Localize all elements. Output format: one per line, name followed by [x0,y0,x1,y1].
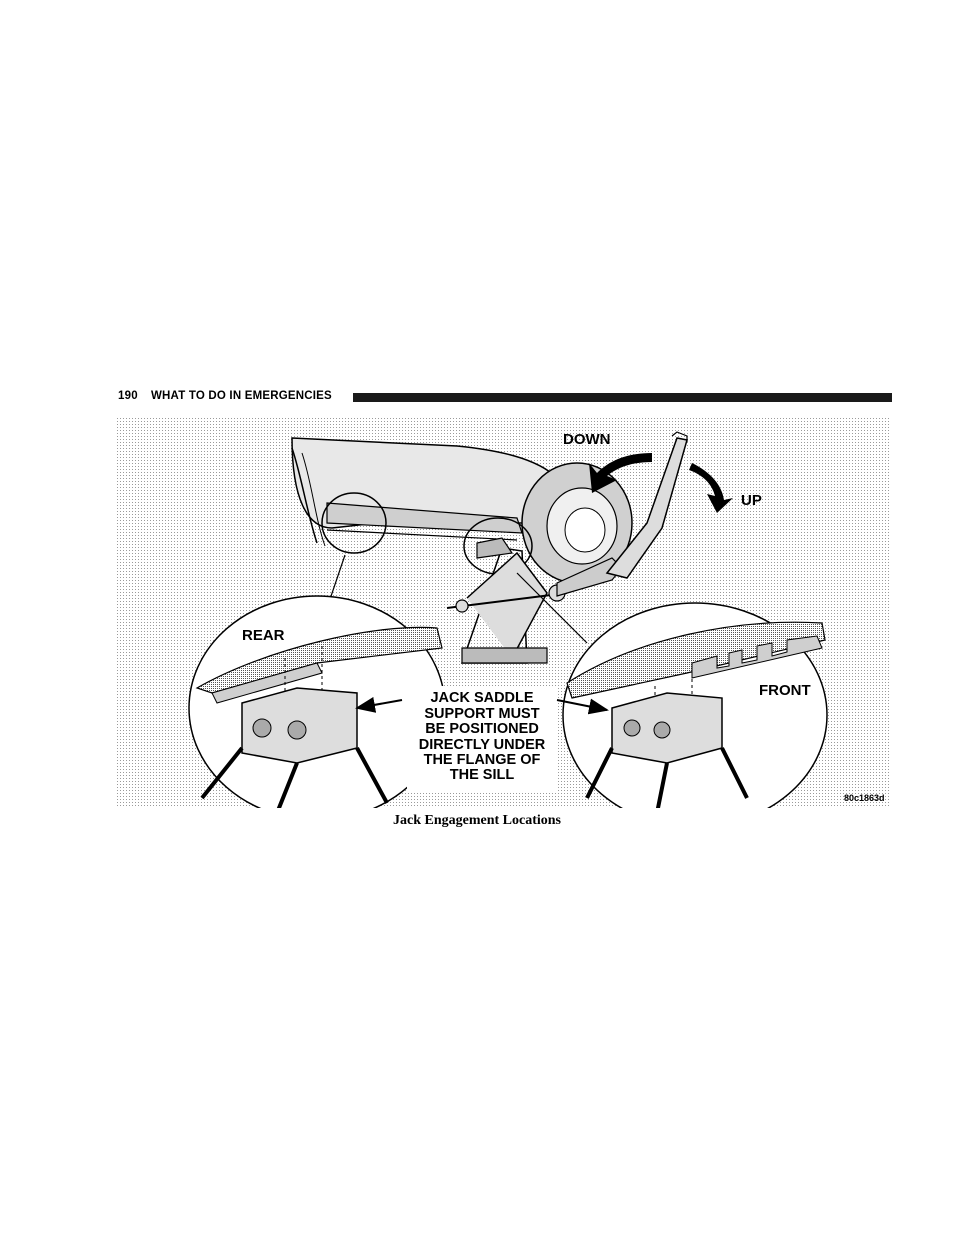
rear-callout-circle [321,492,387,554]
front-label: FRONT [759,682,811,699]
header-rule [353,393,892,402]
figure-caption: Jack Engagement Locations [393,813,561,828]
jack-illustration: DOWN UP REAR FRONT JACK SADDLE SUPPORT M… [117,418,891,808]
svg-text:SUPPORT MUST: SUPPORT MUST [424,706,539,722]
jack-note: JACK SADDLE SUPPORT MUST BE POSITIONED D… [419,690,546,783]
down-label: DOWN [563,431,611,448]
up-label: UP [741,492,762,509]
svg-text:DIRECTLY UNDER: DIRECTLY UNDER [419,737,546,753]
running-header: 190 WHAT TO DO IN EMERGENCIES [118,390,892,406]
scissor-jack [446,431,688,664]
arrow-to-front-saddle [556,698,609,715]
vehicle-body [291,437,633,584]
up-arrow-icon [689,463,733,513]
svg-text:JACK SADDLE: JACK SADDLE [430,690,533,706]
front-detail [562,602,828,808]
svg-text:THE FLANGE OF: THE FLANGE OF [424,752,541,768]
rear-detail [188,595,446,808]
down-arrow-icon [589,453,652,493]
page-number: 190 [118,390,138,402]
svg-text:BE POSITIONED: BE POSITIONED [425,721,539,737]
rear-label: REAR [242,627,285,644]
figure-code: 80c1863d [844,793,885,803]
section-title: WHAT TO DO IN EMERGENCIES [151,390,332,402]
svg-text:THE SILL: THE SILL [450,767,515,783]
arrow-to-rear-saddle [355,696,403,713]
